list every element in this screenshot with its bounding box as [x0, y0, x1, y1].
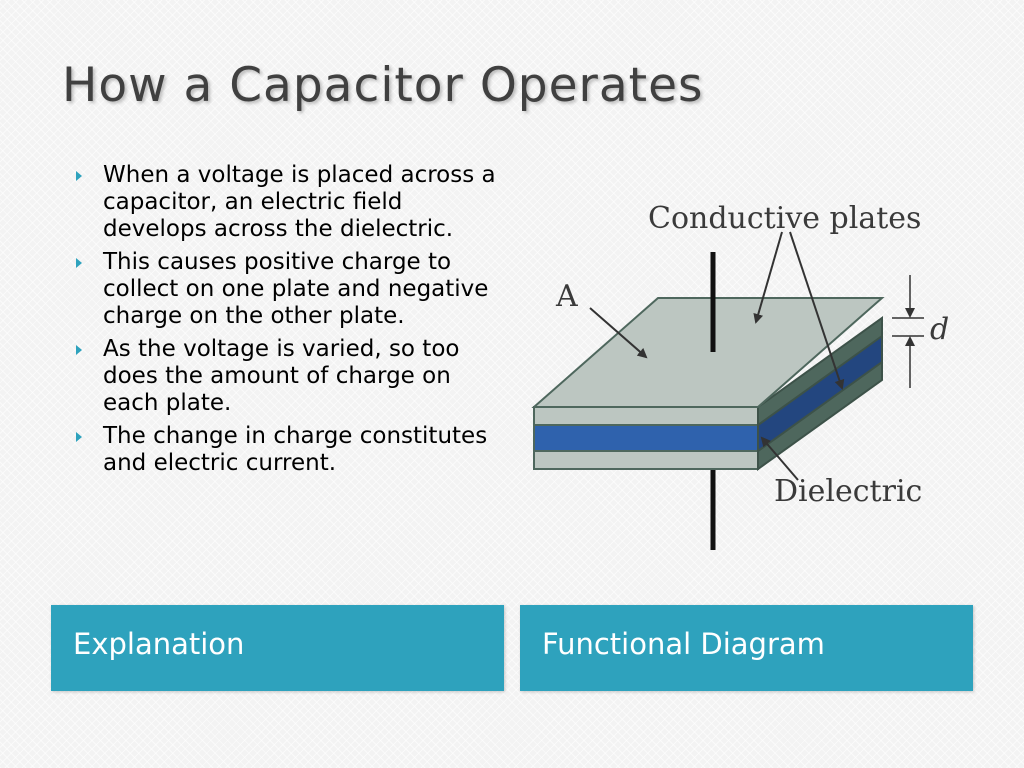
- functional-diagram-caption: Functional Diagram: [542, 627, 825, 661]
- triangle-bullet-icon: [76, 432, 82, 442]
- top-plate-side: [757, 316, 883, 427]
- dielectric-front: [533, 424, 759, 452]
- bullet-item: The change in charge constitutes and ele…: [74, 423, 504, 477]
- bullet-text: As the voltage is varied, so too does th…: [103, 336, 460, 416]
- bottom-plate-front: [533, 450, 759, 470]
- explanation-caption-box: Explanation: [51, 605, 504, 691]
- bullet-item: When a voltage is placed across a capaci…: [74, 162, 504, 243]
- slide-title: How a Capacitor Operates: [62, 58, 704, 113]
- area-pointer-arrow: [589, 307, 648, 359]
- functional-diagram-caption-box: Functional Diagram: [520, 605, 973, 691]
- distance-label: d: [930, 312, 949, 347]
- bullet-text: This causes positive charge to collect o…: [103, 249, 489, 329]
- dielectric-pointer-arrow: [760, 436, 799, 481]
- bullet-item: This causes positive charge to collect o…: [74, 249, 504, 330]
- capacitor-diagram: Conductive plates A d Dielectric: [531, 201, 949, 550]
- bullet-item: As the voltage is varied, so too does th…: [74, 336, 504, 417]
- triangle-bullet-icon: [76, 258, 82, 268]
- bullet-text: The change in charge constitutes and ele…: [103, 423, 488, 476]
- explanation-caption: Explanation: [73, 627, 245, 661]
- plate-pointer-arrow-bottom: [789, 231, 845, 390]
- bullet-list: When a voltage is placed across a capaci…: [74, 162, 504, 483]
- triangle-bullet-icon: [76, 171, 82, 181]
- dielectric-label: Dielectric: [774, 474, 922, 509]
- plate-pointer-arrow-top: [753, 231, 783, 324]
- top-plate-surface: [531, 297, 885, 408]
- bullet-text: When a voltage is placed across a capaci…: [103, 162, 496, 242]
- area-label: A: [555, 279, 578, 314]
- conductive-plates-label: Conductive plates: [648, 201, 921, 236]
- triangle-bullet-icon: [76, 345, 82, 355]
- top-plate-front: [533, 406, 759, 426]
